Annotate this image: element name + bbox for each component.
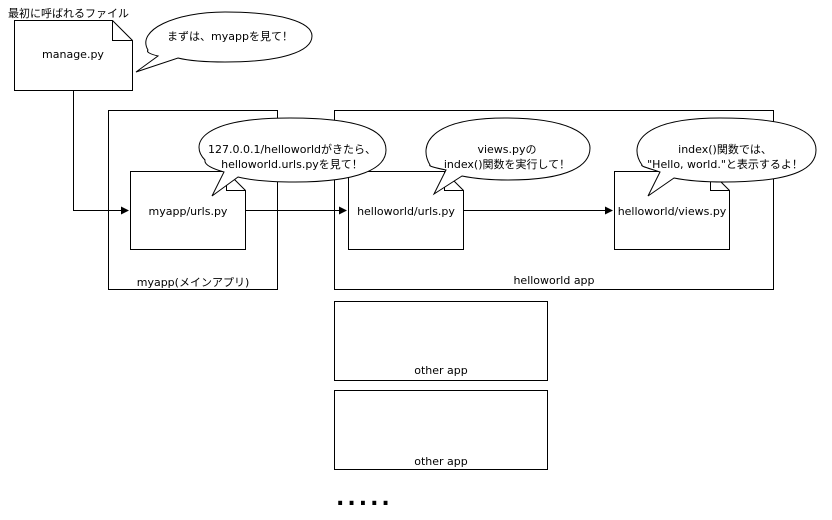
index-bubble-text: index()関数では、 "Hello, world."と表示するよ！: [636, 142, 814, 172]
urls-bubble-text: 127.0.0.1/helloworldがきたら、 helloworld.url…: [200, 142, 384, 172]
urls-bubble-line-1: 127.0.0.1/helloworldがきたら、: [207, 143, 377, 156]
entry-file-caption: 最初に呼ばれるファイル: [8, 7, 129, 20]
myapp-container-label: myapp(メインアプリ): [136, 276, 250, 289]
index-bubble-line-1: index()関数では、: [678, 143, 772, 156]
views-bubble-line-1: views.pyの: [477, 143, 537, 156]
speech-bubble-urls: [198, 117, 387, 197]
other-app-label-2: other app: [414, 455, 468, 468]
manage-file-shape: [14, 20, 133, 91]
other-app-label-1: other app: [414, 364, 468, 377]
urls-bubble-line-2: helloworld.urls.pyを見て！: [221, 158, 363, 171]
speech-bubble-views: [425, 117, 591, 196]
manage-bubble-text: まずは、myappを見て！: [167, 30, 293, 43]
manage-file-label: manage.py: [42, 48, 104, 61]
speech-bubble-index: [636, 117, 817, 197]
views-bubble-line-2: index()関数を実行して！: [443, 158, 571, 171]
myapp-urls-label: myapp/urls.py: [148, 205, 228, 218]
arrow-manage-to-myapp-urls: [73, 90, 129, 215]
views-bubble-text: views.pyの index()関数を実行して！: [426, 142, 588, 172]
index-bubble-line-2: "Hello, world."と表示するよ！: [647, 158, 803, 171]
helloworld-container-label: helloworld app: [513, 274, 595, 287]
helloworld-views-label: helloworld/views.py: [617, 205, 727, 218]
other-app-container-1: [334, 301, 548, 381]
more-apps-ellipsis: .....: [336, 486, 393, 511]
speech-bubble-manage: [135, 11, 313, 73]
other-app-container-2: [334, 390, 548, 470]
helloworld-urls-file-shape: [348, 171, 464, 250]
helloworld-urls-label: helloworld/urls.py: [357, 205, 455, 218]
